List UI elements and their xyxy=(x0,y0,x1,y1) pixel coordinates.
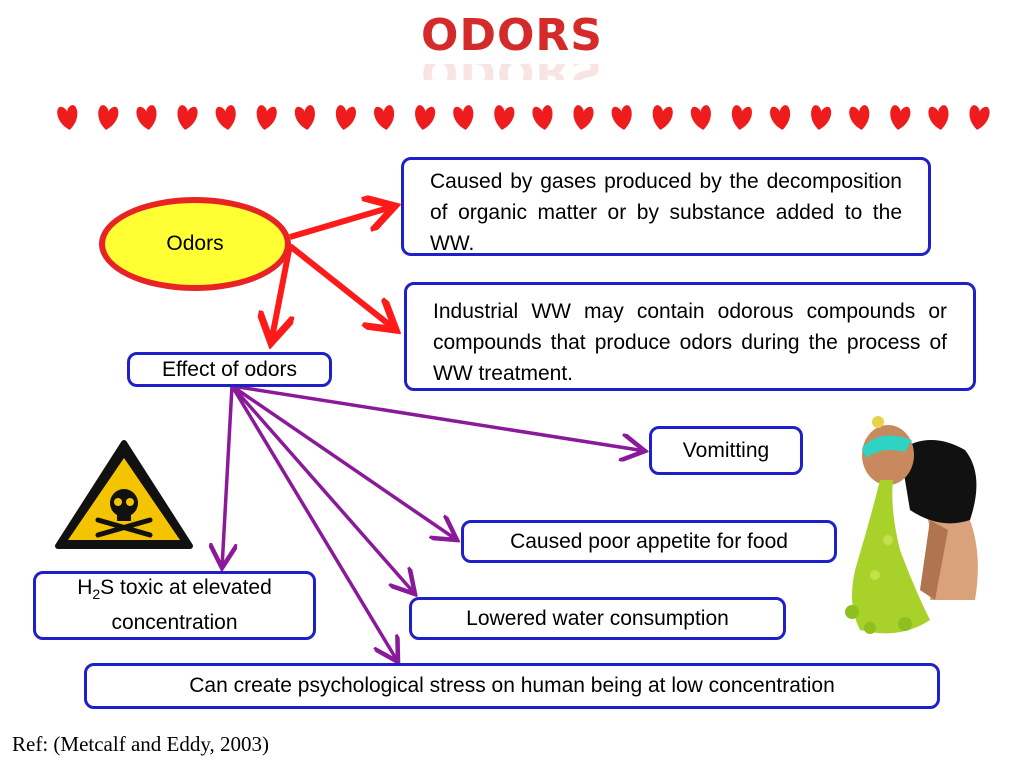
heart-icon xyxy=(57,105,78,130)
arrow-effect-to-vomiting xyxy=(231,384,645,451)
effect-stress-label: Can create psychological stress on human… xyxy=(189,674,835,697)
cause-2-text: Industrial WW may contain odorous compou… xyxy=(433,300,947,385)
vomiting-person-icon xyxy=(845,416,978,634)
arrow-effect-to-water xyxy=(230,384,415,594)
toxic-warning-icon xyxy=(55,440,193,549)
heart-icon xyxy=(928,105,949,130)
effect-stress: Can create psychological stress on human… xyxy=(84,663,940,709)
heart-icon xyxy=(652,105,673,130)
heart-icon xyxy=(969,105,990,130)
heart-icon xyxy=(690,105,711,130)
heart-icon xyxy=(494,105,515,130)
heart-icon xyxy=(415,105,436,130)
heart-icon xyxy=(573,105,594,130)
arrow-effect-to-appetite xyxy=(231,384,457,540)
heart-icon xyxy=(294,105,315,130)
heart-icon xyxy=(770,105,791,130)
effect-water: Lowered water consumption xyxy=(409,597,786,640)
heart-icon xyxy=(177,105,198,130)
page-title: ODORS xyxy=(421,10,603,61)
effect-vomiting: Vomitting xyxy=(649,426,803,475)
cause-box-2: Industrial WW may contain odorous compou… xyxy=(404,282,976,391)
effect-h2s: H2S toxic at elevated concentration xyxy=(33,571,316,640)
heart-icon xyxy=(374,105,395,130)
heart-icon xyxy=(453,105,474,130)
effect-node: Effect of odors xyxy=(127,352,332,387)
heart-icon xyxy=(256,105,277,130)
heart-icon xyxy=(532,105,553,130)
effect-appetite-label: Caused poor appetite for food xyxy=(510,529,788,553)
effect-h2s-label: H2S toxic at elevated concentration xyxy=(77,576,272,634)
heart-icon xyxy=(98,105,119,130)
heart-icon xyxy=(849,105,870,130)
arrow-effect-to-stress xyxy=(230,385,398,662)
node-odors: Odors xyxy=(99,197,291,291)
heart-icon xyxy=(215,105,236,130)
heart-divider-icon xyxy=(57,105,990,130)
cause-box-1: Caused by gases produced by the decompos… xyxy=(401,157,931,256)
arrow-odors-to-cause2 xyxy=(288,243,396,330)
effect-node-label: Effect of odors xyxy=(161,357,298,381)
node-odors-label: Odors xyxy=(166,232,224,255)
arrow-effect-to-h2s xyxy=(222,385,232,568)
heart-icon xyxy=(136,105,157,130)
heart-icon xyxy=(811,105,832,130)
heart-icon xyxy=(890,105,911,130)
heart-icon xyxy=(335,105,356,130)
heart-icon xyxy=(611,105,632,130)
effect-appetite: Caused poor appetite for food xyxy=(461,520,837,563)
arrow-odors-to-effect xyxy=(271,249,289,343)
effect-vomiting-label: Vomitting xyxy=(682,438,770,462)
effect-water-label: Lowered water consumption xyxy=(466,606,729,630)
cause-1-text: Caused by gases produced by the decompos… xyxy=(430,170,902,255)
arrow-odors-to-cause1 xyxy=(289,206,395,240)
reference-text: Ref: (Metcalf and Eddy, 2003) xyxy=(12,732,269,756)
heart-icon xyxy=(731,105,752,130)
